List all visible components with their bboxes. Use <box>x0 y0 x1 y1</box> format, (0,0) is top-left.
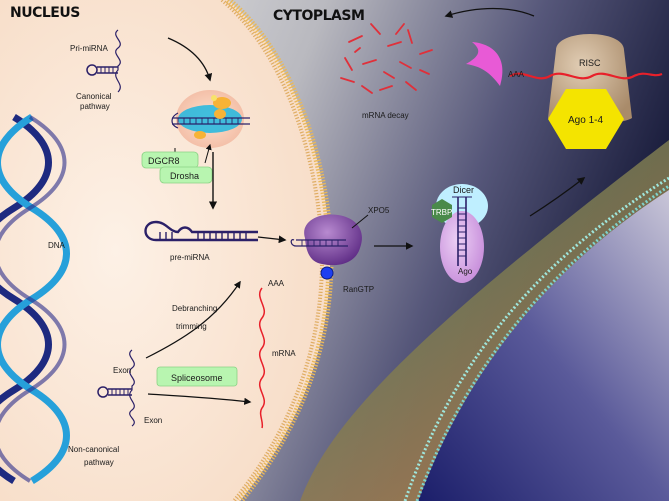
extracellular-region <box>418 190 669 501</box>
drosha-pointer <box>204 143 212 164</box>
nucleus-title: NUCLEUS <box>10 5 80 21</box>
pri-mirna-label: Pri-miRNA <box>70 44 108 53</box>
pre-mirna-label: pre-miRNA <box>170 253 210 262</box>
mrna-decay-label: mRNA decay <box>362 111 409 120</box>
cytoplasm-title: CYTOPLASM <box>273 8 364 24</box>
pre-mirna-hairpin <box>144 220 258 242</box>
aaa-risc-label: AAA <box>508 70 525 79</box>
nucleus-body <box>0 0 330 501</box>
dna-helix <box>0 114 70 484</box>
debranching-label: Debranching <box>172 304 217 313</box>
mirtron-hairpin <box>97 349 135 427</box>
drosha-box <box>159 166 213 184</box>
arrow-to-microprocessor <box>167 37 213 82</box>
pri-mirna-hairpin <box>86 29 121 93</box>
spliceosome-label: Spliceosome <box>171 373 223 383</box>
spliceosome-box <box>156 366 238 387</box>
drosha-label: Drosha <box>170 171 199 181</box>
arrow-to-risc <box>529 177 586 217</box>
aaa-nucleus-label: AAA <box>268 279 285 288</box>
arrow-to-decay <box>444 7 535 18</box>
risc-complex <box>509 34 663 149</box>
rangtp-label: RanGTP <box>343 285 374 294</box>
canonical-line1: Canonical <box>76 92 112 101</box>
nuclear-mrna-strand <box>259 287 265 429</box>
arrow-noncanonical-to-pre-mirna <box>145 280 241 359</box>
arrow-to-mrna <box>147 393 252 405</box>
exon-top-label: Exon <box>113 366 131 375</box>
dgcr8-label: DGCR8 <box>148 156 180 166</box>
dicer-complex <box>432 184 488 283</box>
xpo5-pointer <box>351 214 369 229</box>
risc-label: RISC <box>579 58 601 68</box>
dna-label: DNA <box>48 241 66 250</box>
mrna-cap-hook <box>466 42 503 86</box>
mrna-label: mRNA <box>272 349 296 358</box>
microprocessor-complex <box>171 90 250 148</box>
cell-membrane-outer <box>403 176 669 501</box>
xpo5-label: XPO5 <box>368 206 390 215</box>
dicer-label: Dicer <box>453 185 474 195</box>
ago-label: Ago <box>458 267 473 276</box>
ago-1-4-label: Ago 1-4 <box>568 115 603 126</box>
trbp-label: TRBP <box>431 208 452 217</box>
xpo5-complex <box>290 214 362 280</box>
trimming-label: trimming <box>176 322 207 331</box>
noncanonical-line1: Non-canonical <box>68 445 119 454</box>
arrow-to-xpo5 <box>257 235 287 244</box>
exon-bottom-label: Exon <box>144 416 162 425</box>
mrna-decay-fragments <box>340 23 433 94</box>
canonical-line2: pathway <box>80 102 110 111</box>
noncanonical-line2: pathway <box>84 458 114 467</box>
